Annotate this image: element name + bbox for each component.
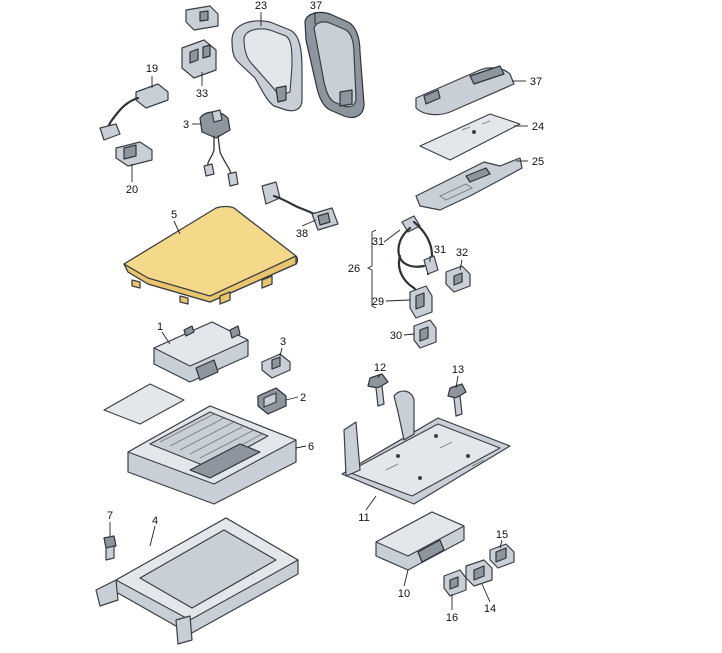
callout-30: 30 [390, 330, 402, 342]
callout-5: 5 [171, 209, 177, 221]
callout-38: 38 [296, 228, 308, 240]
connector-top [185, 5, 219, 31]
callout-7: 7 [107, 510, 113, 522]
callout-25: 25 [532, 156, 544, 168]
part-13-bolt [447, 383, 467, 417]
callout-26: 26 [348, 263, 360, 275]
part-37-bezel [415, 65, 515, 116]
callout-16: 16 [446, 612, 458, 624]
callout-10: 10 [398, 588, 410, 600]
part-30-connector [413, 319, 437, 349]
part-33-connector [181, 39, 217, 79]
part-37-handset-holder [304, 11, 365, 119]
part-3-fuse [261, 353, 291, 379]
part-26-harness [397, 215, 439, 302]
callout-31-lower: 31 [434, 244, 446, 256]
part-11-bracket [341, 390, 511, 505]
leader-lines [109, 12, 528, 610]
part-12-bolt [367, 373, 389, 407]
part-3-antenna [199, 109, 239, 187]
callout-3-mid: 3 [280, 336, 286, 348]
part-1-control-module [153, 321, 249, 383]
callout-15: 15 [496, 529, 508, 541]
part-6-housing [103, 383, 297, 505]
part-16-connector [443, 569, 467, 597]
part-25-pcb [415, 157, 523, 211]
callout-37-right: 37 [530, 76, 542, 88]
part-7-bolt [103, 535, 117, 561]
part-24-plate [419, 113, 521, 161]
part-32-connector [445, 265, 471, 293]
part-2-connector [257, 387, 287, 415]
callout-31-upper: 31 [372, 236, 384, 248]
callout-3-top: 3 [183, 119, 189, 131]
callout-labels: 23 37 19 33 3 20 37 24 25 5 38 31 31 26 … [107, 0, 544, 624]
callout-32: 32 [456, 247, 468, 259]
callout-11: 11 [358, 512, 369, 524]
part-38-cable [261, 181, 339, 231]
part-5-cover [123, 205, 299, 305]
part-14-connector [465, 559, 493, 587]
callout-1: 1 [157, 321, 163, 333]
callout-6: 6 [308, 441, 314, 453]
callout-19: 19 [146, 63, 158, 75]
part-19-cable [99, 83, 169, 167]
callout-33: 33 [196, 88, 208, 100]
callout-14: 14 [484, 603, 496, 615]
callout-4: 4 [152, 515, 158, 527]
part-23-cradle-shell [231, 20, 303, 112]
callout-12: 12 [374, 362, 386, 374]
callout-2: 2 [300, 392, 306, 404]
part-29-connector [409, 285, 433, 319]
callout-29: 29 [372, 296, 384, 308]
callout-20: 20 [126, 184, 138, 196]
callout-13: 13 [452, 364, 464, 376]
callout-24: 24 [532, 121, 544, 133]
part-10-module [375, 511, 465, 571]
part-4-base-tray [95, 517, 299, 645]
callout-23: 23 [255, 0, 267, 12]
part-15-connector [489, 543, 515, 569]
callout-37-top: 37 [310, 0, 322, 12]
